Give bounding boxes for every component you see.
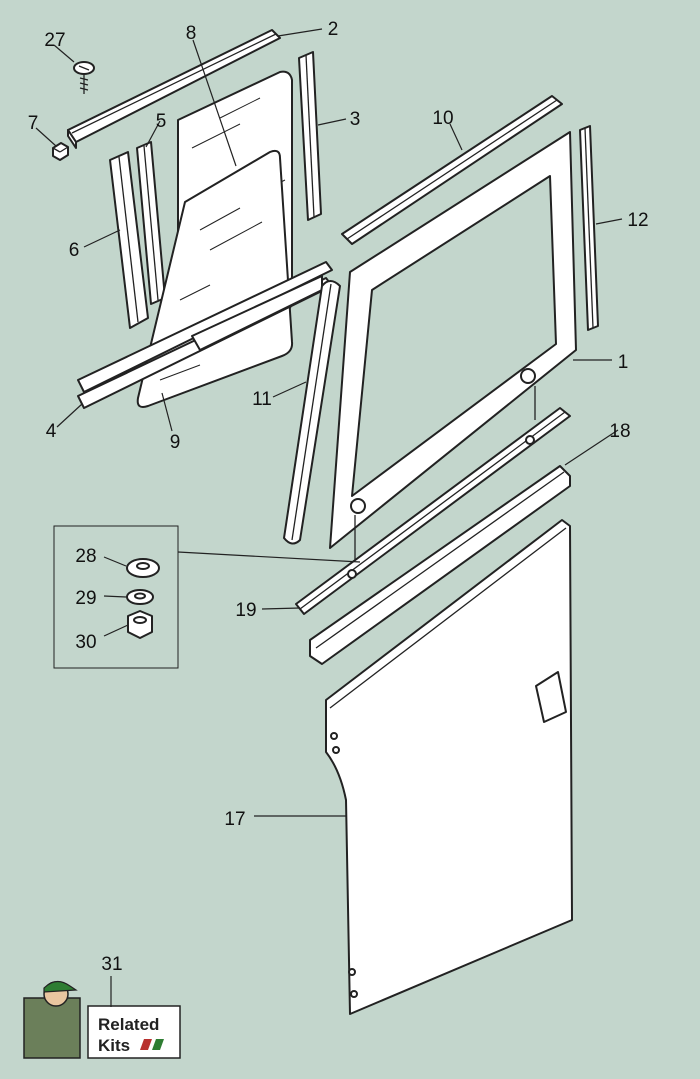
callout-5: 5 [156, 111, 167, 132]
part-27-screw [73, 61, 95, 94]
part-1-window-frame [329, 131, 577, 560]
callout-11: 11 [252, 389, 272, 410]
callout-3: 3 [350, 109, 361, 130]
part-10-top-rail [341, 95, 563, 245]
part-17-door-panel [325, 519, 573, 1015]
callout-6: 6 [69, 240, 80, 261]
callout-28: 28 [75, 546, 96, 567]
part-30-nut [127, 610, 153, 639]
mechanic-figure-icon [23, 980, 81, 1059]
callout-27: 27 [44, 30, 65, 51]
callout-8: 8 [186, 23, 197, 44]
part-12-upright [579, 125, 599, 331]
callout-30: 30 [75, 632, 96, 653]
related-kits-badge: Related Kits [87, 1005, 181, 1059]
part-28-washer [126, 558, 160, 578]
callout-2: 2 [328, 19, 339, 40]
leader-lines [35, 28, 623, 1007]
part-6-vertical-channel [109, 151, 149, 329]
part-19-trim-strip [295, 407, 571, 615]
part-4-runner [77, 261, 333, 409]
callout-18: 18 [609, 421, 630, 442]
related-kits-line1: Related [98, 1015, 159, 1034]
callout-9: 9 [170, 432, 181, 453]
callout-labels: 2 3 4 5 6 7 8 9 10 11 12 1 18 19 17 27 2… [28, 19, 649, 975]
callout-12: 12 [627, 210, 648, 231]
related-kits-line2: Kits [98, 1036, 130, 1055]
part-29-spring-washer [126, 589, 154, 605]
callout-17: 17 [224, 809, 245, 830]
part-3-channel [298, 51, 322, 221]
part-11-seal [283, 280, 341, 545]
callout-1: 1 [618, 352, 629, 373]
part-7-block [52, 142, 69, 161]
callout-10: 10 [432, 108, 453, 129]
fastener-inset-box [53, 525, 361, 669]
callout-29: 29 [75, 588, 96, 609]
callout-4: 4 [46, 421, 57, 442]
part-2-top-channel [67, 29, 281, 149]
callout-7: 7 [28, 113, 39, 134]
callout-31: 31 [101, 954, 122, 975]
callout-19: 19 [235, 600, 256, 621]
part-18-capping [309, 465, 571, 665]
